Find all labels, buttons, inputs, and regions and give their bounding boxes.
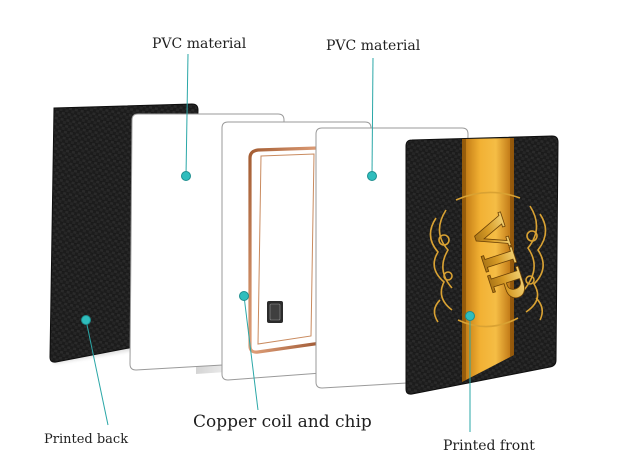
leader-pvc-left bbox=[185, 53, 189, 177]
chip-icon bbox=[267, 301, 283, 323]
leader-pvc-right bbox=[371, 57, 374, 177]
dot-pvc-left bbox=[181, 171, 191, 181]
leader-printed-back bbox=[85, 319, 109, 426]
label-copper-coil-and-chip: Copper coil and chip bbox=[193, 412, 372, 432]
label-printed-front: Printed front bbox=[443, 438, 535, 454]
label-printed-back: Printed back bbox=[44, 432, 129, 447]
marker-dots bbox=[81, 171, 475, 325]
dot-printed-back bbox=[81, 315, 91, 325]
dot-copper bbox=[239, 291, 249, 301]
label-pvc-material-right: PVC material bbox=[326, 38, 421, 54]
printed-front-card: VIP bbox=[405, 135, 559, 395]
label-pvc-material-left: PVC material bbox=[152, 36, 247, 52]
leader-copper bbox=[243, 295, 259, 411]
dot-printed-front bbox=[465, 311, 475, 321]
dot-pvc-right bbox=[367, 171, 377, 181]
ornament-icon bbox=[429, 191, 547, 328]
leader-lines bbox=[85, 53, 471, 432]
